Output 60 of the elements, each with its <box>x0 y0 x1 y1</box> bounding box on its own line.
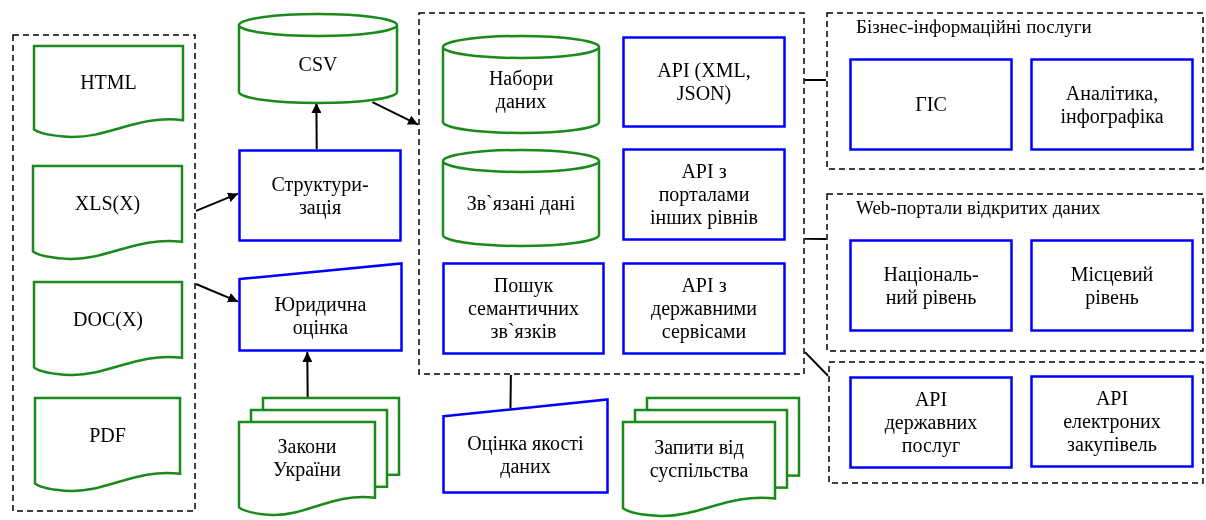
manual-input-shape <box>238 262 403 352</box>
process-box <box>442 262 605 355</box>
manual-input-shape <box>442 398 609 494</box>
node-label: Оцінка якості даних <box>466 432 585 479</box>
arrow <box>311 102 322 150</box>
node-label: Пошук семантичних зв`язків <box>467 274 580 343</box>
process-box <box>622 148 786 241</box>
document-shape <box>33 45 184 139</box>
document-stack <box>238 397 400 517</box>
process-box <box>849 239 1013 332</box>
node-label: API з порталами інших рівнів <box>648 160 760 229</box>
node-label: Місцевий рівень <box>1069 262 1155 309</box>
document-shape <box>33 281 183 377</box>
node-label: Закони України <box>272 435 342 482</box>
connector-line <box>804 78 827 81</box>
process-box <box>622 262 786 355</box>
node-label: Структури-зація <box>270 172 370 219</box>
database-cylinder <box>238 14 398 103</box>
arrow <box>302 351 313 398</box>
node-label: PDF <box>89 423 126 447</box>
node-label: CSV <box>298 52 338 76</box>
node-label: ГІС <box>915 93 947 116</box>
connector-line <box>509 374 512 410</box>
process-box <box>1030 375 1194 468</box>
connector-line <box>804 351 829 377</box>
node-label: Аналітика, інфографіка <box>1059 81 1165 128</box>
node-label: Набори даних <box>487 67 555 113</box>
dashed-group-frame <box>12 34 196 512</box>
node-label: API державних послуг <box>883 388 979 457</box>
node-label: HTML <box>80 71 137 95</box>
node-label: DOC(X) <box>73 307 143 331</box>
database-cylinder <box>442 150 600 246</box>
process-box <box>849 58 1013 151</box>
dashed-group-frame <box>826 193 1204 352</box>
arrow <box>195 192 239 212</box>
node-label: Запити від суспільства <box>648 435 750 482</box>
dashed-group-frame <box>826 12 1204 170</box>
database-cylinder <box>442 36 600 133</box>
document-shape <box>32 165 183 261</box>
group-heading: Web-портали відкритих даних <box>856 197 1101 219</box>
node-label: API (XML, JSON) <box>656 59 752 105</box>
document-stack <box>622 397 800 518</box>
dashed-group-frame <box>418 12 805 375</box>
node-label: Національ-ний рівень <box>882 262 980 309</box>
dashed-group-frame <box>828 361 1204 484</box>
process-box <box>622 36 786 128</box>
process-box <box>849 376 1013 469</box>
group-heading: Бізнес-інформаційні послуги <box>856 16 1092 38</box>
node-label: API з державними сервісами <box>650 274 758 343</box>
node-label: Юридична оцінка <box>273 292 368 339</box>
node-label: Зв`язані дані <box>466 192 576 215</box>
node-label: API електроних закупівель <box>1062 387 1162 456</box>
process-box <box>238 149 402 242</box>
connector-line <box>804 237 827 241</box>
node-label: XLS(X) <box>74 191 141 215</box>
process-box <box>1030 239 1194 332</box>
arrow <box>195 283 239 303</box>
arrow <box>371 101 419 126</box>
process-box <box>1030 58 1194 151</box>
document-shape <box>34 397 181 493</box>
